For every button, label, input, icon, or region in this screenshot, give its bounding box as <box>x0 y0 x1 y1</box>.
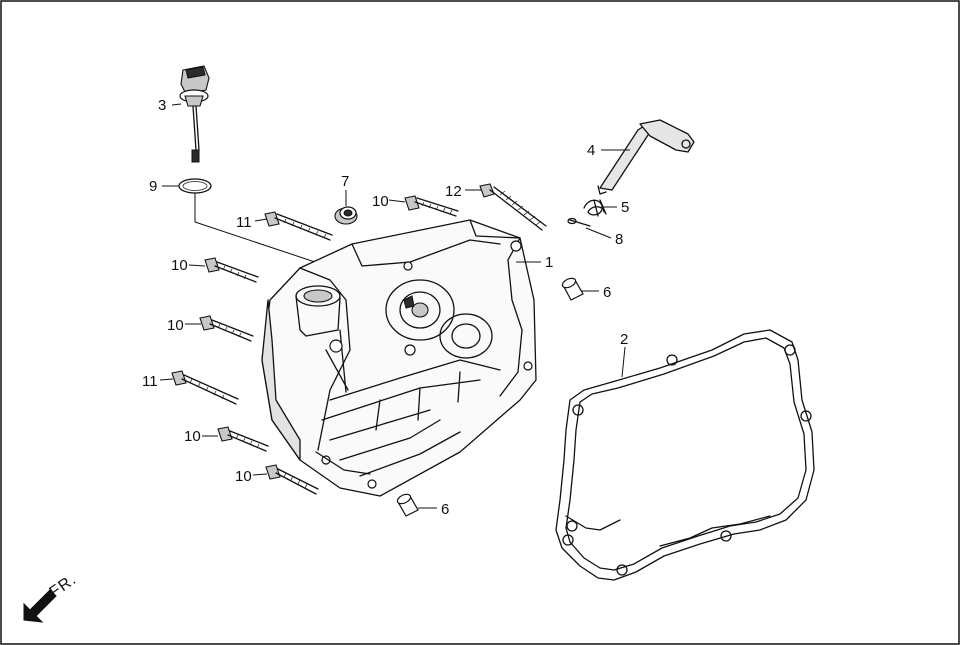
callout-6-lower: 6 <box>441 501 449 518</box>
callout-labels: 3 9 7 10 12 11 10 10 11 10 10 1 4 5 8 6 … <box>142 97 629 518</box>
callout-11-upper: 11 <box>236 214 252 231</box>
oil-dipstick-part <box>179 65 210 163</box>
callout-3: 3 <box>158 97 166 114</box>
callout-4: 4 <box>587 142 595 159</box>
callout-7: 7 <box>341 173 349 190</box>
callout-1: 1 <box>545 254 553 271</box>
callout-10-c: 10 <box>184 428 201 445</box>
lever-part <box>597 119 695 195</box>
callout-10-d: 10 <box>235 468 252 485</box>
bolt-11-lower <box>171 370 239 405</box>
callout-9: 9 <box>149 178 157 195</box>
bolt-10-c <box>217 426 269 452</box>
bolt-10-b <box>199 315 254 342</box>
callout-10-top: 10 <box>372 193 389 210</box>
bolt-10-top <box>404 195 459 217</box>
dowel-pin-upper <box>561 277 584 301</box>
crankcase-cover-part <box>261 219 537 497</box>
callout-8: 8 <box>615 231 623 248</box>
bolt-11-upper <box>264 211 333 241</box>
bolt-12 <box>479 183 547 231</box>
pin-part <box>567 217 591 227</box>
spring-part <box>583 199 607 217</box>
collar-part <box>334 206 358 225</box>
callout-10-b: 10 <box>167 317 184 334</box>
bolt-10-d <box>265 464 319 495</box>
front-direction-arrow: FR. <box>23 571 80 623</box>
callout-6-upper: 6 <box>603 284 611 301</box>
callout-10-a: 10 <box>171 257 188 274</box>
gasket-part <box>555 329 815 581</box>
callout-5: 5 <box>621 199 629 216</box>
dowel-pin-lower <box>396 493 419 517</box>
callout-12: 12 <box>445 183 462 200</box>
leader-lines <box>159 103 630 509</box>
callout-11-lower: 11 <box>142 373 158 390</box>
callout-2: 2 <box>620 331 628 348</box>
bolt-10-a <box>204 257 259 283</box>
